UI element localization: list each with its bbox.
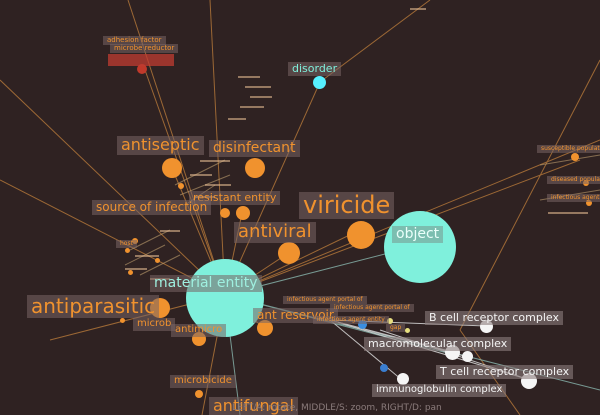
node-immunoglobulin[interactable] <box>397 373 409 385</box>
label-antiviral: antiviral <box>234 222 316 243</box>
far-label-stub <box>205 184 231 186</box>
far-label-stub <box>410 8 426 10</box>
node-yellow-2[interactable] <box>405 328 410 333</box>
label-susceptible-population: susceptible populatio <box>537 145 600 154</box>
label-ia-portal-1: infectious agent portal of <box>283 296 367 305</box>
label-microbe-reductor: microbe reductor <box>110 44 179 54</box>
node-antiseptic[interactable] <box>162 158 182 178</box>
label-infectious-agent-population: infectious agent po <box>547 194 600 203</box>
far-label-stub <box>135 255 159 257</box>
node-object[interactable] <box>384 211 456 283</box>
label-t-cell-receptor: T cell receptor complex <box>436 365 574 379</box>
node-macromolecular-2[interactable] <box>462 351 473 362</box>
far-label-stub <box>548 212 588 214</box>
node-blue-1[interactable] <box>358 320 367 329</box>
label-antifungal: antifungal <box>209 397 298 415</box>
node-blue-2[interactable] <box>380 364 388 372</box>
far-label-stub <box>240 106 264 108</box>
far-label-stub <box>200 160 230 162</box>
label-microbicide: microbicide <box>170 375 236 388</box>
label-gap: gap <box>386 324 406 333</box>
node-disorder[interactable] <box>313 76 326 89</box>
node-small-3[interactable] <box>155 258 160 263</box>
node-microbe-reductor[interactable] <box>137 64 147 74</box>
node-susceptible[interactable] <box>571 153 579 161</box>
label-host: host <box>116 240 137 249</box>
node-small-6[interactable] <box>120 318 125 323</box>
label-disinfectant: disinfectant <box>209 140 300 157</box>
label-microb-left: microb <box>133 318 176 331</box>
far-label-stub <box>160 230 180 232</box>
label-immunoglobulin-complex: immunoglobulin complex <box>372 384 507 397</box>
node-yellow-1[interactable] <box>387 318 393 324</box>
far-label-stub <box>250 96 272 98</box>
label-macromolecular-complex: macromolecular complex <box>364 337 512 351</box>
node-microbicide[interactable] <box>195 390 203 398</box>
controls-help-text: LEFT/A: rotate, MIDDLE/S: zoom, RIGHT/D:… <box>232 403 442 413</box>
node-small-4[interactable] <box>128 270 133 275</box>
label-material-entity: material entity <box>150 275 262 292</box>
node-infectious-pop[interactable] <box>586 200 592 206</box>
label-antimicro: antimicro <box>171 324 227 337</box>
label-diseased-population: diseased populatio <box>547 176 600 185</box>
node-small-5[interactable] <box>178 183 184 189</box>
node-source-of-infection[interactable] <box>220 208 230 218</box>
label-source-of-infection: source of infection <box>92 200 212 215</box>
node-small-2[interactable] <box>125 248 130 253</box>
far-label-stub <box>190 174 212 176</box>
label-disorder: disorder <box>288 62 342 76</box>
label-viricide: viricide <box>299 192 395 220</box>
node-reservoir[interactable] <box>257 320 273 336</box>
label-b-cell-receptor: B cell receptor complex <box>425 311 563 325</box>
label-ia-entity: infectious agent entity <box>313 316 389 325</box>
label-antiparasitic: antiparasitic <box>27 295 160 318</box>
label-adhesion-factor: adhesion factor <box>103 36 166 46</box>
label-object: object <box>392 226 444 243</box>
node-disinfectant[interactable] <box>245 158 265 178</box>
node-antiviral[interactable] <box>278 242 300 264</box>
label-ia-portal-2: infectious agent portal of <box>330 304 414 313</box>
node-resistant-entity[interactable] <box>236 206 250 220</box>
far-label-stub <box>238 76 260 78</box>
label-antiseptic: antiseptic <box>117 136 204 155</box>
label-microbe-reductor-red <box>108 54 174 66</box>
far-label-stub <box>228 118 246 120</box>
far-label-stub <box>125 268 147 270</box>
label-resistant-entity: resistant entity <box>189 191 281 205</box>
node-viricide[interactable] <box>347 221 375 249</box>
far-label-stub <box>245 86 271 88</box>
